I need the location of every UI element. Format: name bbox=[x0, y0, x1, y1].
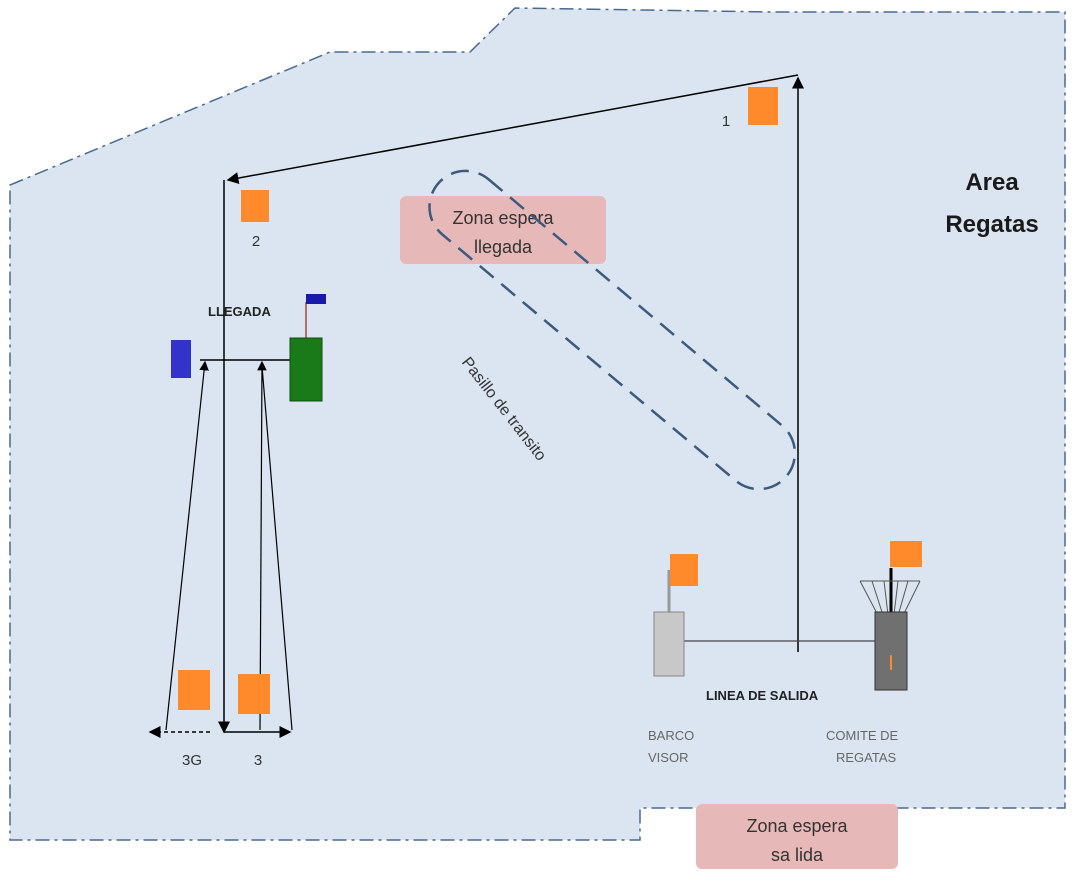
regatta-area bbox=[9, 7, 1066, 841]
committee-boat-flag bbox=[890, 541, 922, 567]
start-waiting-zone bbox=[696, 804, 898, 869]
mark-1-label: 1 bbox=[722, 113, 730, 130]
viewer-boat-label-line2: VISOR bbox=[648, 750, 688, 765]
mark-3g-label: 3G bbox=[182, 752, 202, 769]
transit-corridor bbox=[428, 169, 797, 491]
finish-label: LLEGADA bbox=[208, 304, 271, 319]
area-title-line1: Area bbox=[965, 169, 1019, 196]
buoy-mark-3 bbox=[238, 674, 270, 714]
arrival-zone-line2: llegada bbox=[474, 237, 533, 257]
arrival-zone-line1: Zona espera bbox=[452, 208, 554, 228]
viewer-boat-flag bbox=[670, 554, 698, 586]
buoy-mark-2 bbox=[241, 190, 269, 222]
start-zone-line1: Zona espera bbox=[746, 816, 848, 836]
mark-2-label: 2 bbox=[252, 233, 260, 250]
viewer-boat bbox=[653, 611, 685, 677]
gate-leg-mid bbox=[257, 360, 267, 731]
course-line-1-to-2 bbox=[226, 74, 799, 184]
finish-green-boat bbox=[289, 337, 323, 402]
start-line-label: LINEA DE SALIDA bbox=[706, 688, 819, 703]
gate-leg-left bbox=[165, 360, 209, 731]
buoy-mark-1 bbox=[748, 87, 778, 125]
area-title-line2: Regatas bbox=[945, 211, 1038, 238]
committee-label-line1: COMITE DE bbox=[826, 728, 899, 743]
mark-3-label: 3 bbox=[254, 752, 262, 769]
arrival-waiting-zone bbox=[400, 196, 606, 264]
start-zone-line2: sa lida bbox=[771, 845, 824, 865]
committee-label-line2: REGATAS bbox=[836, 750, 897, 765]
committee-boat bbox=[874, 611, 908, 691]
finish-blue-flag bbox=[171, 340, 191, 378]
gate-leg-right bbox=[261, 365, 293, 731]
finish-boat-flag bbox=[306, 294, 326, 304]
viewer-boat-label-line1: BARCO bbox=[648, 728, 694, 743]
buoy-mark-3g bbox=[178, 670, 210, 710]
